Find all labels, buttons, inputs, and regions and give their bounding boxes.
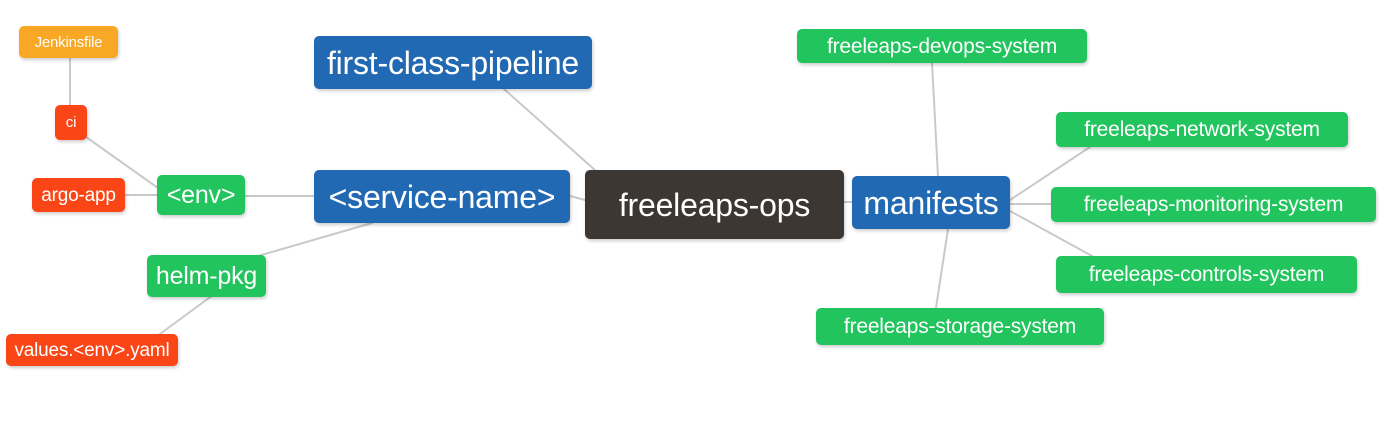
node-label-jenkinsfile: Jenkinsfile — [34, 33, 103, 51]
node-helm-pkg[interactable]: helm-pkg — [147, 255, 266, 297]
edge-service-name-to-freeleaps-ops — [569, 195, 586, 201]
node-label-manifests: manifests — [863, 184, 999, 221]
edge-helm-pkg-to-service-name — [257, 222, 373, 257]
node-first-class-pipeline[interactable]: first-class-pipeline — [314, 36, 592, 89]
edge-manifests-to-freeleaps-devops-system — [931, 62, 939, 177]
node-env[interactable]: <env> — [157, 175, 245, 215]
node-freeleaps-ops[interactable]: freeleaps-ops — [585, 170, 844, 239]
node-ci[interactable]: ci — [55, 105, 87, 140]
node-label-freeleaps-ops: freeleaps-ops — [618, 186, 811, 223]
node-argo-app[interactable]: argo-app — [32, 178, 125, 212]
node-freeleaps-controls-system[interactable]: freeleaps-controls-system — [1056, 256, 1357, 293]
node-label-values-yaml: values.<env>.yaml — [14, 339, 170, 361]
node-manifests[interactable]: manifests — [852, 176, 1010, 229]
node-freeleaps-storage-system[interactable]: freeleaps-storage-system — [816, 308, 1104, 345]
node-freeleaps-devops-system[interactable]: freeleaps-devops-system — [797, 29, 1087, 63]
node-freeleaps-monitoring-system[interactable]: freeleaps-monitoring-system — [1051, 187, 1376, 222]
node-label-helm-pkg: helm-pkg — [155, 261, 258, 290]
node-label-first-class-pipeline: first-class-pipeline — [326, 44, 580, 81]
node-label-ci: ci — [65, 114, 77, 131]
edge-manifests-to-freeleaps-storage-system — [935, 228, 949, 309]
edge-first-class-pipeline-to-freeleaps-ops — [503, 88, 597, 172]
node-values-yaml[interactable]: values.<env>.yaml — [6, 334, 178, 366]
node-freeleaps-network-system[interactable]: freeleaps-network-system — [1056, 112, 1348, 147]
node-label-freeleaps-devops-system: freeleaps-devops-system — [827, 34, 1057, 58]
node-label-freeleaps-storage-system: freeleaps-storage-system — [843, 315, 1077, 338]
node-label-freeleaps-monitoring-system: freeleaps-monitoring-system — [1083, 193, 1344, 216]
edge-values-yaml-to-helm-pkg — [159, 294, 214, 335]
node-label-freeleaps-network-system: freeleaps-network-system — [1084, 118, 1320, 141]
node-label-argo-app: argo-app — [41, 184, 116, 206]
node-label-env: <env> — [166, 180, 236, 209]
node-jenkinsfile[interactable]: Jenkinsfile — [19, 26, 118, 58]
node-label-freeleaps-controls-system: freeleaps-controls-system — [1088, 263, 1325, 286]
node-service-name[interactable]: <service-name> — [314, 170, 570, 223]
node-label-service-name: <service-name> — [328, 178, 556, 215]
